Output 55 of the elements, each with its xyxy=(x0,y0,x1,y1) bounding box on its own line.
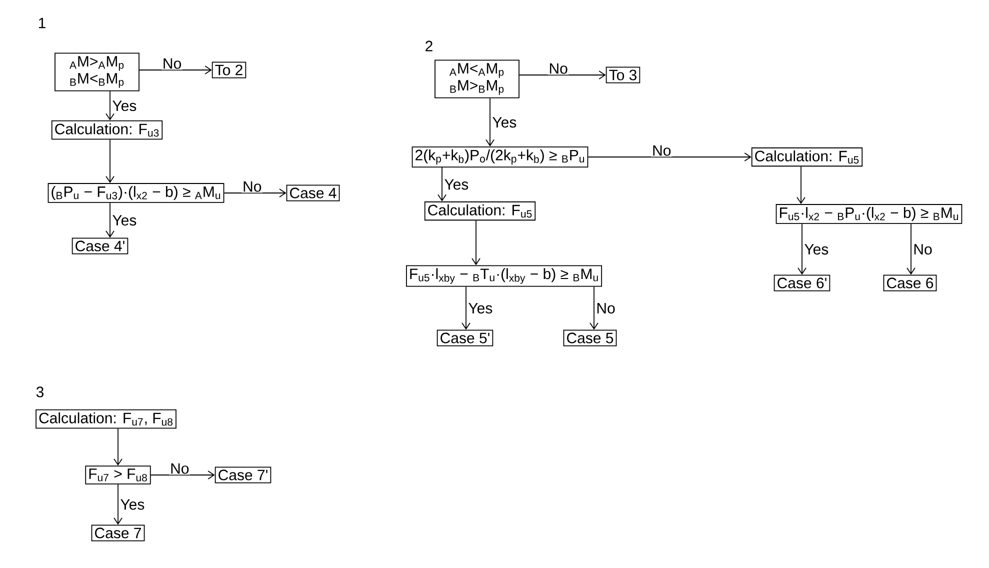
edge-label: Yes xyxy=(120,499,144,510)
decision-box: $_{A}$M<$_{A}$M$_{p}$ $_{B}$M>$_{B}$M$_{p}$ xyxy=(434,60,520,98)
arrow xyxy=(224,188,286,198)
edge-label: Yes xyxy=(468,303,492,314)
decision-box: ($_{B}$P$_{u}$ − F$_{u3}$)·(l$_{x2}$ − b) ≥ $_{A}$M$_{u}$ xyxy=(48,183,224,203)
process-box: Calculation: F$_{u5}$ xyxy=(424,201,536,221)
edge-label: No xyxy=(914,244,932,255)
edge-label: No xyxy=(597,303,615,314)
arrow xyxy=(150,470,215,480)
decision-box: F$_{u7}$ > F$_{u8}$ xyxy=(85,466,151,484)
arrow xyxy=(139,66,212,74)
arrow xyxy=(472,220,480,266)
edge-label: Yes xyxy=(804,244,828,255)
section-number: 1 xyxy=(38,18,46,28)
arrow xyxy=(906,223,916,275)
process-box: To 3 xyxy=(606,66,640,84)
process-box: Case 4 xyxy=(286,184,340,202)
edge-label: Yes xyxy=(444,179,468,190)
arrow xyxy=(519,70,606,80)
arrow xyxy=(588,152,752,162)
process-box: Case 6' xyxy=(774,274,830,292)
process-box: Calculation: F$_{u5}$ xyxy=(751,147,863,167)
edge-label: No xyxy=(244,181,262,192)
decision-box: $_{A}$M>$_{A}$M$_{p}$ $_{B}$M<$_{B}$M$_{p}$ xyxy=(54,52,140,92)
arrow xyxy=(462,286,470,330)
edge-label: No xyxy=(164,58,181,69)
process-box: Calculation: F$_{u7}$, F$_{u8}$ xyxy=(36,409,176,429)
edge-label: Yes xyxy=(112,215,136,226)
process-box: Calculation: F$_{u3}$ xyxy=(51,120,163,140)
edge-label: No xyxy=(653,145,671,156)
arrow xyxy=(114,484,122,525)
arrow xyxy=(798,223,806,275)
arrow xyxy=(114,428,122,466)
arrow xyxy=(106,139,114,184)
section-number: 2 xyxy=(426,40,432,52)
arrow xyxy=(106,202,114,238)
arrow xyxy=(106,90,114,120)
arrow xyxy=(796,166,806,204)
edge-label: No xyxy=(550,63,568,74)
arrow xyxy=(590,286,598,330)
decision-box: F$_{u5}$·l$_{x2}$ − $_{B}$P$_{u}$·(l$_{x2}$ − b) ≥ $_{B}$M$_{u}$ xyxy=(776,204,962,224)
arrow xyxy=(438,167,446,202)
process-box: Case 5 xyxy=(563,330,617,346)
process-box: Case 4' xyxy=(72,238,128,254)
process-box: To 2 xyxy=(212,62,246,78)
decision-box: 2(k$_{p}$+k$_{b}$)P$_{o}$/(2k$_{p}$+k$_{b}$) ≥ $_{B}$P$_{u}$ xyxy=(412,146,588,168)
process-box: Case 6 xyxy=(883,274,937,292)
edge-label: Yes xyxy=(492,117,516,128)
edge-label: No xyxy=(171,463,189,474)
process-box: Case 7 xyxy=(91,524,145,542)
process-box: Case 7' xyxy=(214,466,272,484)
arrow xyxy=(486,98,494,146)
decision-box: F$_{u5}$·l$_{xby}$ − $_{B}$T$_{u}$·(l$_{xby}$ − b) ≥ $_{B}$M$_{u}$ xyxy=(406,265,602,287)
edge-label: Yes xyxy=(112,100,136,112)
process-box: Case 5' xyxy=(436,330,494,346)
